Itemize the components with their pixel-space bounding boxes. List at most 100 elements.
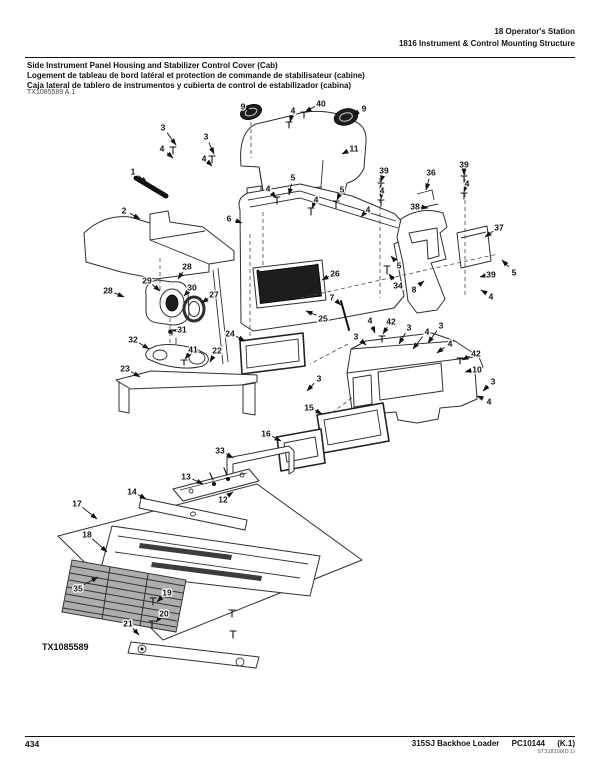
title-es: Caja lateral de tablero de instrumentos …	[27, 81, 352, 91]
callout-number-11: 11	[350, 144, 359, 154]
part-17-console	[99, 525, 321, 597]
footer-rule	[25, 736, 575, 737]
callout-leader	[484, 230, 494, 238]
part-6-side-panel	[238, 183, 405, 332]
callout-number-26: 26	[330, 269, 340, 279]
header-section: 18 Operator's Station	[494, 27, 575, 36]
part-7-pin	[340, 300, 350, 331]
callout-number-4: 4	[291, 106, 296, 116]
callout-leader	[463, 185, 469, 193]
callout-number-39: 39	[486, 270, 496, 280]
page-header: 18 Operator's Station 1816 Instrument & …	[399, 26, 575, 49]
callout-leader	[152, 284, 161, 292]
callout-leader	[388, 273, 396, 281]
callout-leader	[461, 354, 470, 361]
figure-label: TX1085589	[42, 642, 89, 652]
callout-number-3: 3	[407, 323, 412, 333]
callout-leader	[156, 595, 164, 603]
part-36-clips	[416, 189, 439, 209]
callout-number-4: 4	[425, 327, 430, 337]
part-1-rod	[133, 175, 169, 199]
callout-number-40: 40	[316, 99, 326, 109]
callout-leader	[192, 478, 204, 485]
callout-number-42: 42	[471, 349, 481, 359]
footer-revision: (K.1)	[557, 739, 575, 748]
callout-number-34: 34	[393, 281, 403, 291]
callout-number-2: 2	[122, 206, 127, 216]
part-24-frame	[239, 332, 306, 375]
footer-model: 315SJ Backhoe Loader	[411, 739, 500, 748]
callout-leader	[412, 336, 424, 350]
callout-leader	[82, 507, 98, 520]
callout-leader	[398, 332, 406, 345]
callout-number-31: 31	[177, 325, 187, 335]
callout-number-24: 24	[225, 329, 235, 339]
part-10-cover	[346, 332, 484, 424]
part-29-gauge-housing	[145, 279, 190, 334]
callout-leader	[479, 272, 487, 278]
callout-leader	[427, 330, 438, 344]
callout-leader	[235, 218, 243, 224]
part-32-lever	[145, 338, 209, 369]
callout-number-36: 36	[426, 168, 436, 178]
part-15-frame	[316, 402, 390, 454]
header-group: 1816 Instrument & Control Mounting Struc…	[398, 38, 575, 48]
callout-number-19: 19	[162, 588, 172, 598]
part-14-strip	[138, 497, 248, 531]
callout-leader	[138, 175, 148, 184]
callout-number-5: 5	[512, 268, 517, 278]
callout-leader	[425, 178, 431, 191]
part-22-strip	[212, 267, 229, 365]
callout-number-13: 13	[181, 472, 191, 482]
callout-leader	[336, 193, 342, 201]
callout-number-4: 4	[380, 186, 385, 196]
callout-leader	[132, 627, 140, 636]
callout-leader	[321, 274, 330, 281]
callout-leader	[205, 159, 213, 167]
callout-leader	[166, 151, 174, 159]
callout-number-18: 18	[82, 530, 92, 540]
callout-leader	[287, 183, 293, 196]
callout-number-4: 4	[160, 144, 165, 154]
callout-number-39: 39	[459, 160, 469, 170]
callout-number-7: 7	[330, 293, 335, 303]
callout-number-20: 20	[159, 609, 169, 619]
callout-leader	[226, 491, 234, 498]
callout-number-9: 9	[362, 104, 367, 114]
callout-number-23: 23	[120, 364, 130, 374]
callout-number-3: 3	[161, 123, 166, 133]
footer-sub-ref: ST318100(D.1)	[537, 749, 575, 755]
callout-leader	[166, 132, 177, 146]
callout-leader	[306, 382, 315, 392]
title-en: Side Instrument Panel Housing and Stabil…	[27, 61, 278, 70]
callout-number-17: 17	[72, 499, 82, 509]
callout-leader	[91, 538, 108, 553]
callout-number-3: 3	[491, 377, 496, 387]
callout-leader	[289, 115, 295, 123]
callout-number-6: 6	[227, 214, 232, 224]
callout-number-32: 32	[128, 335, 138, 345]
callout-leader	[271, 435, 282, 442]
part-12-plate	[172, 468, 260, 502]
callout-number-3: 3	[204, 132, 209, 142]
callout-leader	[390, 255, 398, 263]
callout-leader	[480, 289, 488, 296]
callout-leader	[114, 292, 125, 298]
header-rule	[25, 57, 575, 58]
callout-number-29: 29	[142, 276, 152, 286]
part-23-tray	[115, 370, 258, 416]
callout-leader	[314, 408, 323, 415]
footer-catalog: PC10144	[511, 739, 545, 748]
callout-leader	[334, 298, 342, 306]
callout-leader	[359, 338, 367, 346]
callout-number-8: 8	[412, 285, 417, 295]
callout-leader	[83, 576, 99, 586]
callout-number-30: 30	[187, 283, 197, 293]
callout-number-4: 4	[368, 316, 373, 326]
callout-number-35: 35	[73, 584, 83, 594]
callout-leader	[304, 106, 316, 113]
callout-leader	[155, 615, 163, 623]
callout-leader	[476, 395, 484, 401]
callout-number-16: 16	[261, 429, 271, 439]
